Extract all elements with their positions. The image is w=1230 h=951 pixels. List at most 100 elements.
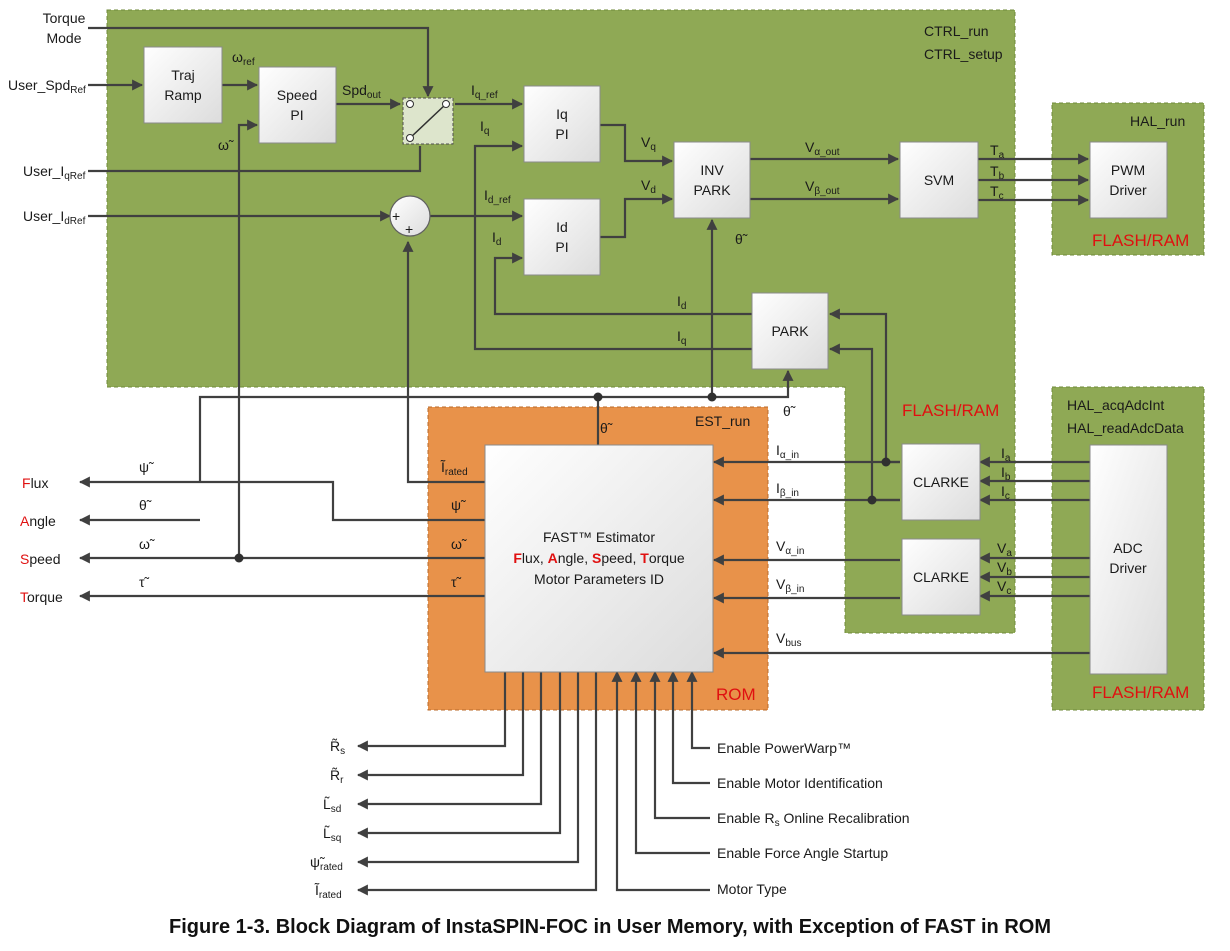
svg-text:Iq: Iq <box>677 328 686 347</box>
svg-text:θ̃: θ̃ <box>783 403 796 419</box>
svg-text:τ̃: τ̃ <box>139 574 150 590</box>
param-rr: R̃r <box>330 767 344 786</box>
output-angle: Angle <box>20 513 56 529</box>
svg-text:Driver: Driver <box>1109 182 1147 198</box>
svg-text:Motor Parameters ID: Motor Parameters ID <box>534 571 664 587</box>
wires <box>78 26 1090 896</box>
adc-driver-block: ADC Driver <box>1089 444 1168 675</box>
svg-text:Id_ref: Id_ref <box>484 187 511 206</box>
summing-junction: + + <box>389 195 431 237</box>
enable-powerwarp: Enable PowerWarp™ <box>717 740 851 756</box>
mode-switch <box>402 97 454 145</box>
user-spd-label: User_SpdRef <box>8 77 86 96</box>
svg-text:PI: PI <box>290 107 303 123</box>
hal-run-label: HAL_run <box>1130 113 1185 129</box>
svg-text:Id: Id <box>556 219 568 235</box>
svg-text:PI: PI <box>555 239 568 255</box>
svg-text:CLARKE: CLARKE <box>913 474 969 490</box>
ctrl-panel <box>106 9 1016 634</box>
svg-text:PWM: PWM <box>1111 162 1145 178</box>
motor-type: Motor Type <box>717 881 787 897</box>
svg-text:Spdout: Spdout <box>342 82 381 101</box>
enable-rs-recal: Enable Rs Online Recalibration <box>717 810 910 829</box>
svg-text:Vα_out: Vα_out <box>805 139 840 158</box>
svg-text:Ia: Ia <box>1001 445 1011 464</box>
park-block: PARK <box>751 292 829 370</box>
svg-text:Vc: Vc <box>997 578 1011 597</box>
svg-text:SVM: SVM <box>924 172 954 188</box>
svg-text:Tc: Tc <box>990 183 1004 202</box>
traj-ramp-block: Traj Ramp <box>143 46 223 124</box>
hal-acq-label: HAL_acqAdcInt <box>1067 397 1164 413</box>
svg-text:Vβ_out: Vβ_out <box>805 178 840 197</box>
svg-text:Driver: Driver <box>1109 560 1147 576</box>
svg-text:Vb: Vb <box>997 559 1012 578</box>
svg-text:Vβ_in: Vβ_in <box>776 576 804 595</box>
junction-dots <box>234 392 891 563</box>
id-pi-block: Id PI <box>523 198 601 276</box>
pwm-driver-block: PWM Driver <box>1089 141 1168 219</box>
svg-text:τ̃: τ̃ <box>451 574 462 590</box>
svg-text:PARK: PARK <box>693 182 731 198</box>
est-run-label: EST_run <box>695 413 750 429</box>
svg-text:Iα_in: Iα_in <box>776 442 799 461</box>
svg-text:Tb: Tb <box>990 163 1005 182</box>
param-psi-rated: ψ̃rated <box>310 854 343 873</box>
svm-block: SVM <box>899 141 979 219</box>
fast-estimator-block: FAST™ Estimator Flux, Angle, Speed, Torq… <box>484 444 714 673</box>
svg-text:ωref: ωref <box>232 49 255 68</box>
inv-park-block: INV PARK <box>673 141 751 219</box>
enable-inputs: Enable PowerWarp™ Enable Motor Identific… <box>717 740 910 897</box>
svg-text:Vd: Vd <box>641 177 656 196</box>
user-iq-label: User_IqRef <box>23 163 86 182</box>
flash-ram-label-hal-adc: FLASH/RAM <box>1092 683 1189 702</box>
svg-text:Va: Va <box>997 540 1012 559</box>
svg-text:Id: Id <box>677 293 686 312</box>
figure-caption: Figure 1-3. Block Diagram of InstaSPIN-F… <box>169 916 1051 938</box>
svg-text:θ̃: θ̃ <box>139 497 152 513</box>
summer-plus-left: + <box>392 208 400 224</box>
svg-text:Ib: Ib <box>1001 464 1011 483</box>
param-i-rated: Ĩrated <box>314 882 342 901</box>
svg-text:ψ̃: ψ̃ <box>139 459 154 475</box>
ctrl-setup-label: CTRL_setup <box>924 46 1003 62</box>
enable-motor-id: Enable Motor Identification <box>717 775 883 791</box>
svg-text:Traj: Traj <box>171 67 195 83</box>
speed-pi-block: Speed PI <box>258 66 337 144</box>
svg-text:CLARKE: CLARKE <box>913 569 969 585</box>
svg-text:ADC: ADC <box>1113 540 1143 556</box>
svg-text:Ĩrated: Ĩrated <box>440 459 468 478</box>
hal-read-label: HAL_readAdcData <box>1067 420 1184 436</box>
summer-plus-bottom: + <box>405 221 413 237</box>
param-lsq: L̃sq <box>323 825 341 844</box>
svg-text:Vbus: Vbus <box>776 630 801 649</box>
svg-text:FAST™ Estimator: FAST™ Estimator <box>543 529 655 545</box>
user-id-label: User_IdRef <box>23 208 86 227</box>
svg-text:ω̃: ω̃ <box>139 536 155 552</box>
svg-text:PI: PI <box>555 126 568 142</box>
svg-text:Speed: Speed <box>277 87 317 103</box>
svg-text:Vα_in: Vα_in <box>776 538 804 557</box>
svg-text:PARK: PARK <box>771 323 809 339</box>
ctrl-run-label: CTRL_run <box>924 23 989 39</box>
clarke-voltage-block: CLARKE <box>901 538 981 616</box>
svg-text:Ta: Ta <box>990 142 1005 161</box>
svg-text:INV: INV <box>700 162 724 178</box>
iq-pi-block: Iq PI <box>523 85 601 163</box>
flash-ram-label-ctrl: FLASH/RAM <box>902 401 999 420</box>
svg-text:Vq: Vq <box>641 134 656 153</box>
svg-text:Iq_ref: Iq_ref <box>471 82 498 101</box>
rom-label: ROM <box>716 685 756 704</box>
estimator-outputs: Flux Angle Speed Torque <box>20 475 63 605</box>
param-lsd: L̃sd <box>323 796 341 815</box>
output-torque: Torque <box>20 589 63 605</box>
svg-text:Iβ_in: Iβ_in <box>776 480 799 499</box>
svg-text:Flux, Angle, Speed, Torque: Flux, Angle, Speed, Torque <box>513 550 684 566</box>
clarke-current-block: CLARKE <box>901 443 981 521</box>
svg-text:Ic: Ic <box>1001 483 1010 502</box>
flash-ram-label-hal-run: FLASH/RAM <box>1092 231 1189 250</box>
output-flux: Flux <box>22 475 48 491</box>
svg-text:Iq: Iq <box>556 106 568 122</box>
torque-mode-label-1: Torque <box>43 10 86 26</box>
